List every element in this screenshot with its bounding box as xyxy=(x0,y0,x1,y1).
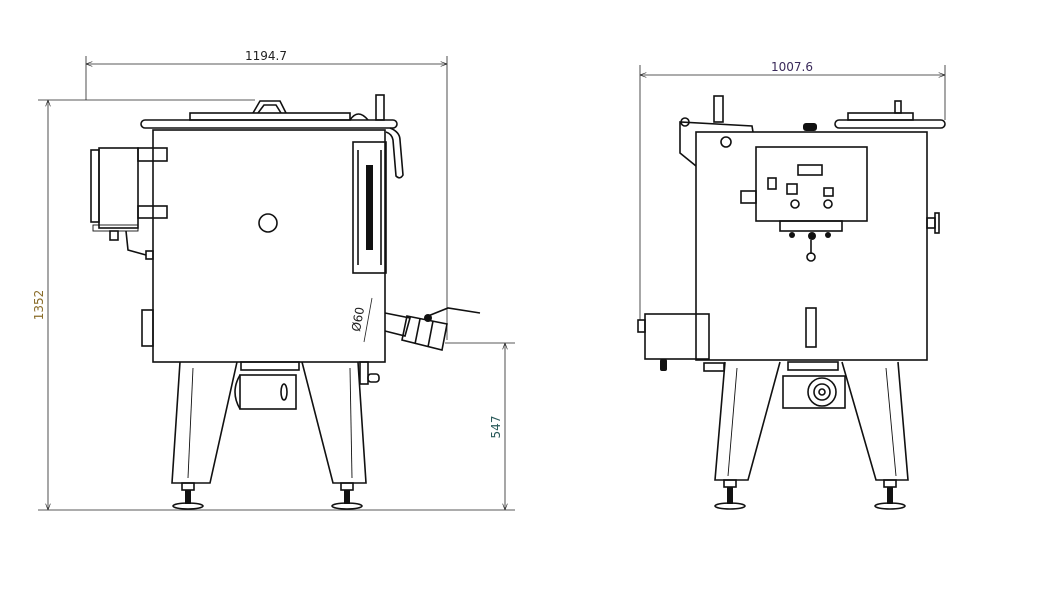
knob xyxy=(720,136,732,148)
height-dimension-label: 1352 xyxy=(32,290,46,321)
terminal-box xyxy=(637,313,725,372)
foot-right-side xyxy=(874,479,906,510)
depth-dimension-label: 1007.6 xyxy=(771,60,813,74)
outlet-height-label: 547 xyxy=(489,416,503,439)
foot-left xyxy=(172,482,204,510)
outlet-diameter-label: Ø60 xyxy=(349,306,367,333)
lid-lever-side xyxy=(713,95,724,123)
lid-handle xyxy=(252,100,287,114)
display xyxy=(797,164,823,176)
foot-left-side xyxy=(714,479,746,510)
leg-right xyxy=(301,361,367,484)
control-box xyxy=(90,147,168,260)
top-rail xyxy=(140,119,398,129)
width-dimension-label: 1194.7 xyxy=(245,49,287,63)
return-pipe xyxy=(385,127,404,179)
leg-right-side xyxy=(841,361,909,481)
motor xyxy=(234,361,380,410)
top-rail-side xyxy=(834,119,946,129)
tank-body-side xyxy=(695,131,928,361)
foot-right xyxy=(331,482,363,510)
level-sight-glass xyxy=(352,141,387,274)
depth-dimension: 1007.6 xyxy=(639,60,946,320)
height-dimension: 1352 xyxy=(32,99,515,511)
switch xyxy=(767,177,777,190)
inspection-port xyxy=(258,213,278,233)
lid-lever xyxy=(375,94,385,121)
leg-left-side xyxy=(714,361,781,481)
lid-side xyxy=(847,112,914,121)
outlet-height-dimension: 547 xyxy=(445,342,515,510)
outlet-valve: Ø60 xyxy=(349,297,481,351)
lid-bracket xyxy=(679,121,754,167)
leg-left xyxy=(171,361,238,484)
control-panel xyxy=(740,146,940,262)
lid xyxy=(189,112,351,121)
side-port xyxy=(141,309,154,347)
gear-motor xyxy=(782,361,846,409)
lid-hinge xyxy=(349,113,369,121)
width-dimension: 1194.7 xyxy=(85,49,448,340)
front-view: 1194.7 1352 547 xyxy=(32,49,515,511)
sight-slot xyxy=(805,307,817,348)
side-view: 1007.6 xyxy=(637,60,946,510)
